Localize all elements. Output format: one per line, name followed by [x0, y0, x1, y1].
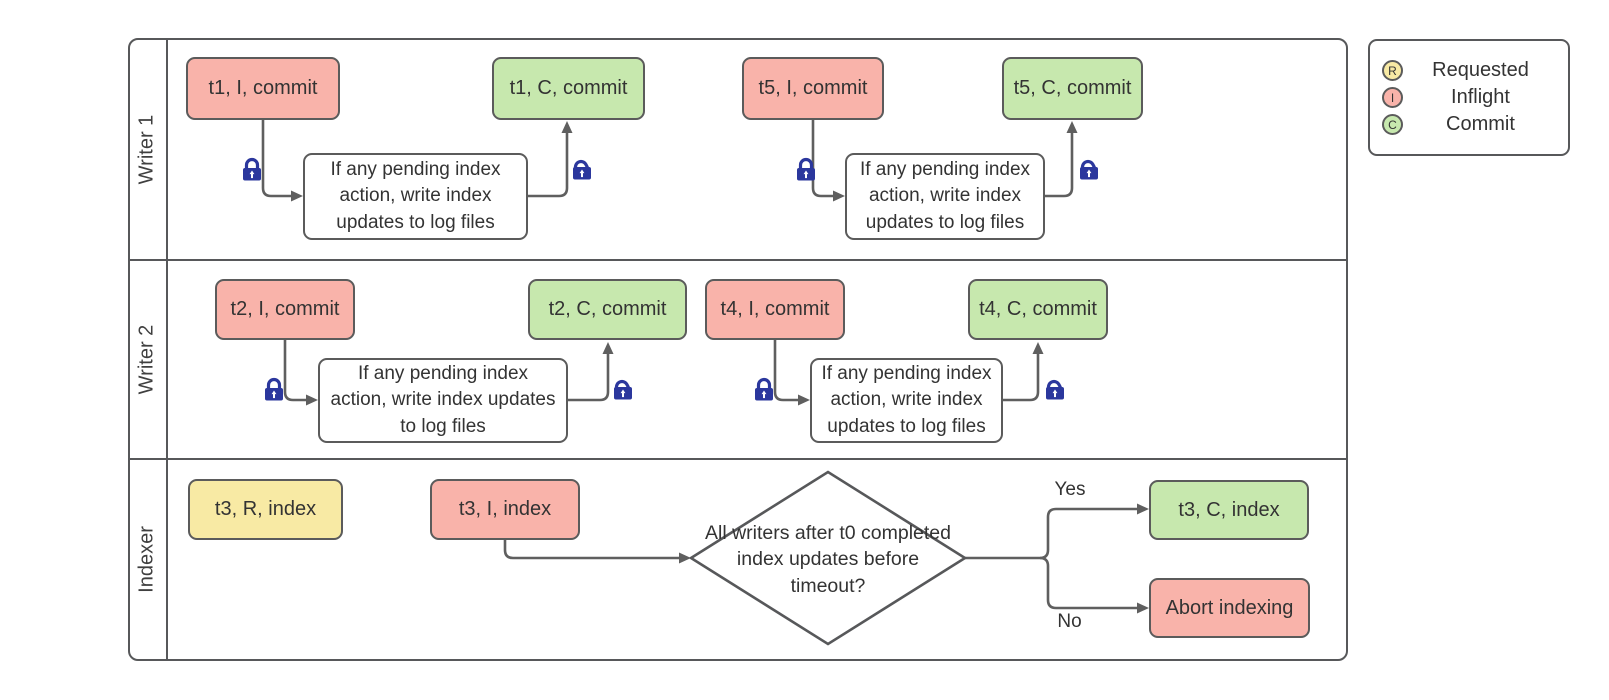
node-t2-inflight: t2, I, commit	[215, 279, 355, 340]
lane-divider-2	[128, 458, 1348, 460]
lock-closed-icon	[243, 157, 261, 181]
node-action-writer2-a: If any pending index action, write index…	[318, 358, 568, 443]
edge-label-no: No	[1057, 611, 1082, 632]
legend-label: Requested	[1432, 59, 1529, 81]
node-t5-commit: t5, C, commit	[1002, 57, 1143, 120]
lock-closed-icon	[755, 377, 773, 401]
lane-label-indexer: Indexer	[135, 526, 158, 593]
node-action-writer2-b: If any pending index action, write index…	[810, 358, 1003, 443]
node-t3-inflight: t3, I, index	[430, 479, 580, 540]
legend-label: Inflight	[1451, 86, 1510, 108]
lock-closed-icon	[265, 377, 283, 401]
legend-row-inflight: I Inflight	[1382, 84, 1558, 111]
node-t1-inflight: t1, I, commit	[186, 57, 340, 120]
inflight-state-icon: I	[1382, 87, 1403, 108]
lock-open-icon	[614, 379, 632, 400]
lock-closed-icon	[797, 157, 815, 181]
node-action-writer1-a: If any pending index action, write index…	[303, 153, 528, 240]
node-t4-commit: t4, C, commit	[968, 279, 1108, 340]
lane-divider-1	[128, 259, 1348, 261]
node-t3-commit: t3, C, index	[1149, 480, 1309, 540]
lane-label-column-divider	[166, 38, 168, 661]
lane-label-writer2: Writer 2	[135, 324, 158, 395]
legend-label: Commit	[1446, 113, 1515, 135]
edge-label-yes: Yes	[1054, 479, 1086, 500]
legend-row-requested: R Requested	[1382, 57, 1558, 84]
decision-label: All writers after t0 completed index upd…	[704, 522, 951, 597]
legend-row-commit: C Commit	[1382, 111, 1558, 138]
node-t5-inflight: t5, I, commit	[742, 57, 884, 120]
node-t4-inflight: t4, I, commit	[705, 279, 845, 340]
lock-open-icon	[1080, 159, 1098, 180]
node-t3-requested: t3, R, index	[188, 479, 343, 540]
node-t2-commit: t2, C, commit	[528, 279, 687, 340]
requested-state-icon: R	[1382, 60, 1403, 81]
legend: R Requested I Inflight C Commit	[1368, 39, 1570, 156]
lane-label-writer1: Writer 1	[135, 114, 158, 185]
lock-open-icon	[1046, 379, 1064, 400]
node-t1-commit: t1, C, commit	[492, 57, 645, 120]
lock-open-icon	[573, 159, 591, 180]
node-action-writer1-b: If any pending index action, write index…	[845, 153, 1045, 240]
node-abort-indexing: Abort indexing	[1149, 578, 1310, 638]
commit-state-icon: C	[1382, 114, 1403, 135]
